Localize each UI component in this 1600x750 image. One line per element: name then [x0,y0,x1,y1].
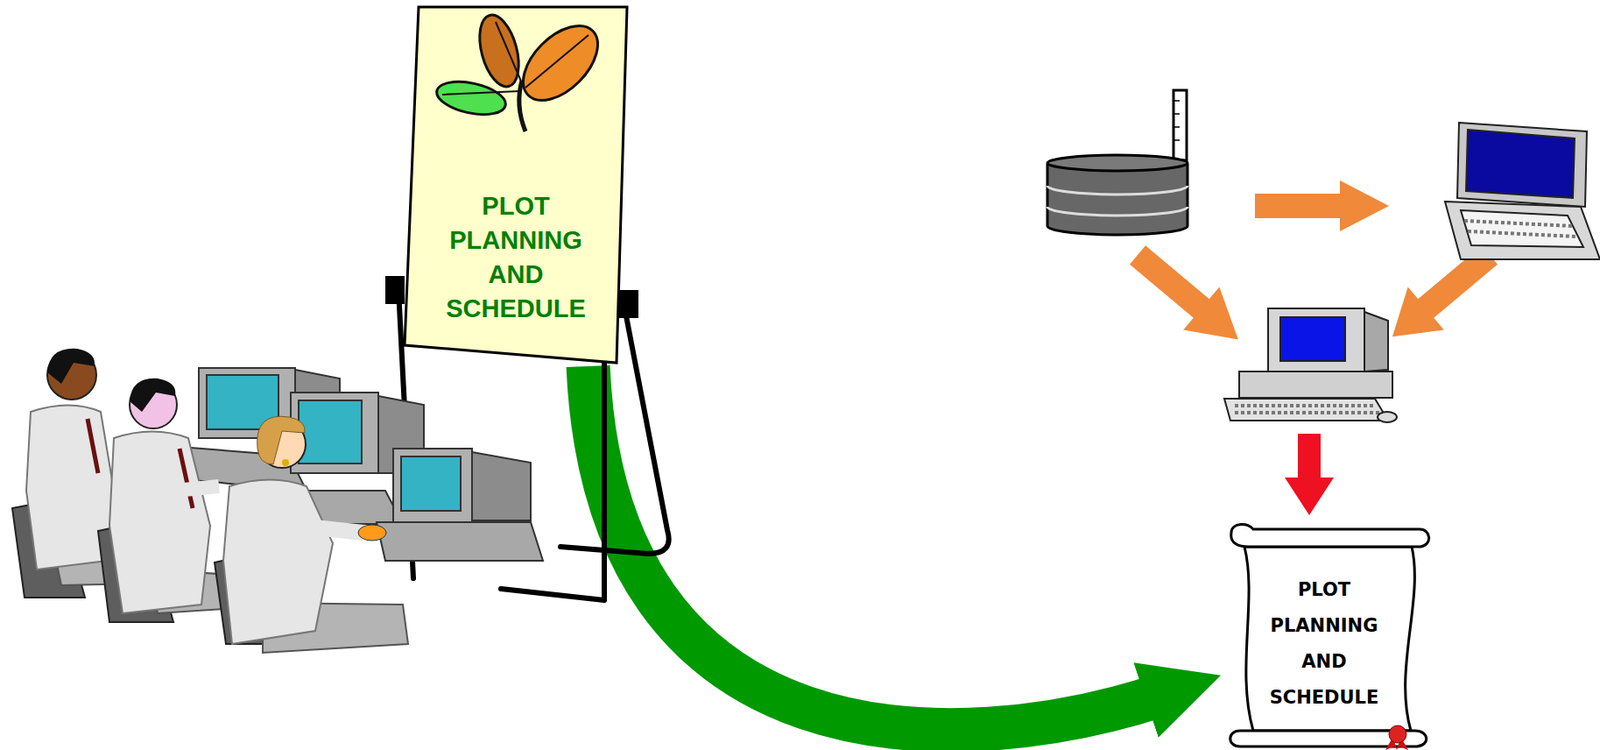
monitor [393,448,473,522]
easel-stand [387,278,402,302]
person [223,479,333,645]
laptop-symbol [1464,220,1577,237]
scroll-document: PLOT PLANNING AND SCHEDULE [1213,520,1435,748]
data-flow-arrow [1254,180,1389,232]
laptop-symbol [1444,201,1600,260]
person [129,380,177,429]
person [47,348,95,384]
output-arrow [1284,433,1334,515]
monitor [179,367,340,491]
person [12,503,85,598]
person [87,418,99,473]
computer-symbol [1377,411,1397,423]
monitor [376,521,543,561]
node-outline [1388,725,1407,743]
monitor [290,392,379,473]
person [98,525,174,622]
node-text-group: PLOT PLANNING AND SCHEDULE [428,189,604,326]
node-outline [404,7,628,363]
monitor [295,369,340,438]
computer-symbol [1224,308,1397,423]
person [179,448,193,508]
person [98,378,294,622]
monitor [472,451,531,521]
easel-stand [500,588,605,600]
person [258,420,306,468]
person [129,378,176,412]
data-flow-arrow [1119,232,1256,360]
monitor [198,367,296,438]
person [214,415,409,653]
computer-symbol [1239,371,1393,398]
computer-symbol [1224,398,1389,421]
person [148,569,294,614]
person [297,525,364,533]
database-symbol [1047,155,1188,171]
node-outline [1244,546,1415,731]
computer-symbol [1268,308,1365,372]
person [175,486,219,491]
easel-stand [620,292,636,316]
easel-stand [601,354,607,600]
person [281,458,289,466]
laptop-symbol [1444,122,1600,260]
data-flow-arrow [1119,180,1508,361]
person [358,524,387,541]
person [257,415,306,465]
laptop-symbol [1460,210,1584,247]
database-symbol [1173,100,1180,141]
monitor [376,448,543,561]
database-symbol [1047,163,1188,235]
laptop-symbol [1457,122,1587,207]
node-label: PLOT PLANNING AND SCHEDULE [1262,571,1386,716]
person [47,350,97,400]
node-text-group: PLOT PLANNING AND SCHEDULE [1262,571,1386,716]
data-flow-arrow [1374,232,1508,358]
monitor [288,490,403,524]
computer-symbol [1364,311,1389,372]
person [12,348,180,598]
monitor [401,456,461,511]
curved-flow-arrow [588,366,1163,730]
output-arrow [1284,433,1334,515]
monitor [179,446,307,491]
monitor [378,395,424,473]
laptop-symbol [1466,129,1575,198]
database-symbol [1173,90,1187,161]
computer-symbol [1280,317,1346,361]
flip-chart-board: PLOT PLANNING AND SCHEDULE [402,5,629,367]
person [262,602,409,653]
monitor [298,400,362,464]
database-symbol [1047,90,1188,235]
node-label: PLOT PLANNING AND SCHEDULE [428,189,604,326]
computer-symbol [1234,405,1380,413]
person [26,405,114,571]
monitor [206,374,279,430]
node-outline [1231,523,1430,547]
person [109,431,211,614]
person [214,556,289,644]
person [52,542,180,586]
database-symbol [1047,185,1188,216]
monitor [288,392,424,524]
